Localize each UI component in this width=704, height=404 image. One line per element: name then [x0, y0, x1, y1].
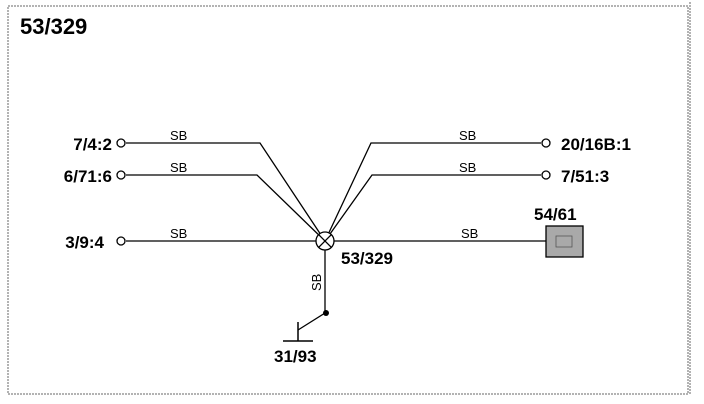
label-right-mid: 7/51:3 [561, 167, 609, 186]
wire-left-mid [126, 174, 326, 242]
terminal-left-low [116, 236, 126, 246]
wire-color-w6: SB [461, 226, 478, 241]
wire-color-w1: SB [170, 128, 187, 143]
splice-symbol [315, 231, 335, 251]
terminal-right-mid [541, 170, 551, 180]
diagram-title: 53/329 [20, 14, 87, 39]
label-right-top: 20/16B:1 [561, 135, 631, 154]
wires [126, 142, 546, 331]
label-splice: 53/329 [341, 249, 393, 268]
label-left-mid: 6/71:6 [64, 167, 112, 186]
wire-color-w4: SB [459, 128, 476, 143]
label-left-top: 7/4:2 [73, 135, 112, 154]
wire-color-w5: SB [459, 160, 476, 175]
terminals [116, 138, 551, 246]
label-component: 54/61 [534, 205, 577, 224]
wire-left-top [126, 142, 326, 242]
wire-right-top [324, 142, 541, 242]
wire-right-mid [324, 174, 541, 242]
label-left-low: 3/9:4 [65, 233, 104, 252]
wire-color-w7: SB [309, 274, 324, 291]
label-ground: 31/93 [274, 347, 317, 366]
wire-color-w3: SB [170, 226, 187, 241]
component-54-61 [545, 225, 584, 258]
wire-color-w2: SB [170, 160, 187, 175]
diagram-frame [7, 5, 689, 395]
terminal-left-top [116, 138, 126, 148]
terminal-left-mid [116, 170, 126, 180]
terminal-right-top [541, 138, 551, 148]
ground-symbol [283, 310, 329, 342]
